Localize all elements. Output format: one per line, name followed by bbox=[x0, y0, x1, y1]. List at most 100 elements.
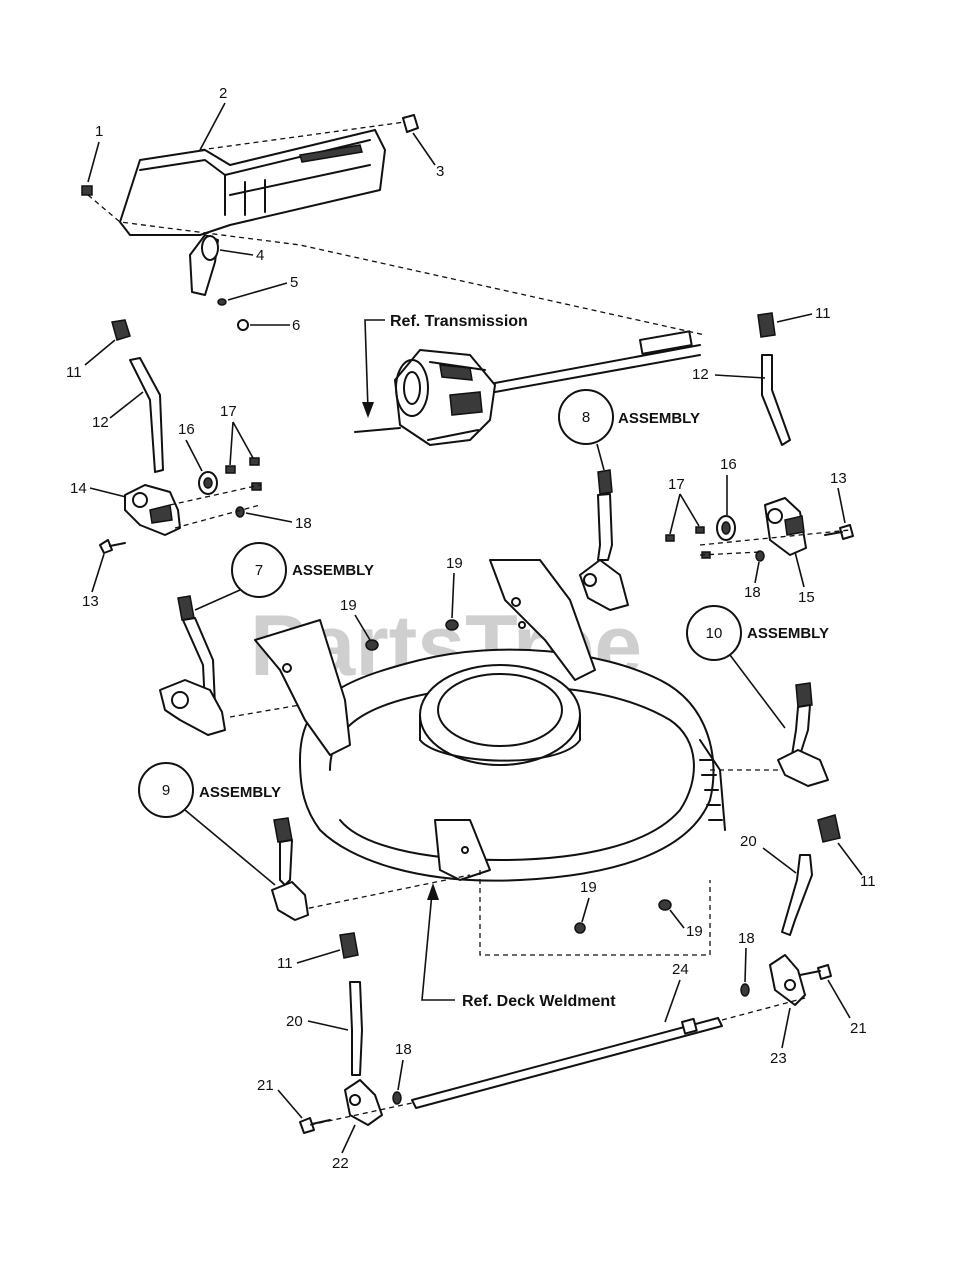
callout-label-19-right: 19 bbox=[686, 923, 703, 940]
nut-part-19-b bbox=[365, 639, 379, 651]
rear-cover-part bbox=[87, 121, 706, 336]
bolt-part-21-left bbox=[299, 1117, 331, 1134]
callout-1: 1 bbox=[87, 123, 103, 183]
callout-label-13-right: 13 bbox=[830, 470, 847, 487]
callout-3: 3 bbox=[412, 132, 444, 180]
assembly-10-number: 10 bbox=[706, 625, 723, 642]
callout-13-left: 13 bbox=[82, 553, 105, 610]
callout-19-bottom: 19 bbox=[580, 879, 597, 923]
callout-label-19-top: 19 bbox=[446, 555, 463, 572]
callout-label-20-right: 20 bbox=[740, 833, 757, 850]
nut-part-6 bbox=[237, 319, 249, 331]
callout-label-2: 2 bbox=[219, 85, 227, 102]
callout-label-24: 24 bbox=[672, 961, 689, 978]
nut-part-19-a bbox=[445, 619, 459, 631]
assembly-8-part bbox=[579, 469, 629, 611]
callout-18-lower-left: 18 bbox=[395, 1041, 412, 1091]
callout-label-18-lower-right: 18 bbox=[738, 930, 755, 947]
assembly-7-part bbox=[159, 595, 226, 736]
callout-label-18-right: 18 bbox=[744, 584, 761, 601]
callout-21-right: 21 bbox=[827, 979, 867, 1037]
ref-transmission-label: Ref. Transmission bbox=[390, 313, 528, 330]
cover-bolt-part bbox=[81, 185, 93, 196]
callout-label-16-right: 16 bbox=[720, 456, 737, 473]
bolt-part-21-right bbox=[799, 964, 832, 980]
callout-18-lower-right: 18 bbox=[738, 930, 755, 983]
callout-label-16-left: 16 bbox=[178, 421, 195, 438]
callout-19-left: 19 bbox=[340, 597, 371, 641]
callout-label-21-right: 21 bbox=[850, 1020, 867, 1037]
callout-label-11-left: 11 bbox=[66, 364, 82, 381]
callout-label-19-left: 19 bbox=[340, 597, 357, 614]
assembly-8-label: ASSEMBLY bbox=[618, 410, 700, 427]
callout-label-18-lower-left: 18 bbox=[395, 1041, 412, 1058]
height-knob-part-11-lower-left bbox=[339, 932, 359, 959]
assembly-10-callout: 10 ASSEMBLY bbox=[686, 605, 829, 729]
assembly-8-number: 8 bbox=[582, 409, 590, 426]
deck-dash-lines bbox=[229, 704, 785, 956]
callout-19-top: 19 bbox=[446, 555, 463, 619]
assembly-9-part bbox=[271, 817, 309, 921]
assembly-8-callout: 8 ASSEMBLY bbox=[558, 389, 700, 471]
callout-label-17-right: 17 bbox=[668, 476, 685, 493]
screws-part-17-left bbox=[225, 457, 262, 491]
wheel-bracket-part-23 bbox=[769, 954, 806, 1006]
left-axis-line bbox=[169, 484, 261, 529]
washer-part-18-left bbox=[235, 506, 245, 518]
wheel-plate-part-right bbox=[764, 497, 807, 556]
callout-6: 6 bbox=[250, 317, 300, 334]
callout-4: 4 bbox=[219, 247, 264, 264]
callout-23: 23 bbox=[770, 1007, 791, 1067]
callout-21-left: 21 bbox=[257, 1077, 303, 1119]
height-lever-part-right bbox=[761, 354, 791, 446]
deck-weldment-part bbox=[254, 559, 726, 882]
callout-17-left: 17 bbox=[220, 403, 254, 466]
washer-part-18-lower-left bbox=[392, 1091, 402, 1105]
transmission-part bbox=[354, 330, 701, 446]
height-lever-part-20-right bbox=[781, 854, 813, 936]
callout-18-right: 18 bbox=[744, 561, 761, 601]
height-knob-part-11-lower-right bbox=[817, 814, 841, 843]
callout-label-5: 5 bbox=[290, 274, 298, 291]
callout-label-12-left: 12 bbox=[92, 414, 109, 431]
callout-label-23: 23 bbox=[770, 1050, 787, 1067]
callout-label-6: 6 bbox=[292, 317, 300, 334]
callout-label-20-left: 20 bbox=[286, 1013, 303, 1030]
callout-12-left: 12 bbox=[92, 391, 144, 431]
callout-18-left: 18 bbox=[245, 512, 312, 532]
callout-label-1: 1 bbox=[95, 123, 103, 140]
nut-part-19-c bbox=[574, 922, 586, 934]
wheel-bracket-part-22 bbox=[344, 1079, 383, 1126]
nut-part-19-d bbox=[658, 899, 672, 911]
washer-part-5 bbox=[217, 298, 227, 306]
callout-12-right: 12 bbox=[692, 366, 766, 383]
callout-label-4: 4 bbox=[256, 247, 264, 264]
callout-label-18-left: 18 bbox=[295, 515, 312, 532]
callout-13-right: 13 bbox=[830, 470, 847, 524]
callout-14: 14 bbox=[70, 480, 127, 498]
axle-rod-part-24 bbox=[411, 1017, 723, 1109]
callout-19-right: 19 bbox=[669, 909, 703, 940]
callout-label-21-left: 21 bbox=[257, 1077, 274, 1094]
callout-label-22: 22 bbox=[332, 1155, 349, 1172]
callout-17-right: 17 bbox=[668, 476, 700, 535]
callout-label-11-lower-right: 11 bbox=[860, 873, 876, 890]
ref-transmission-callout: Ref. Transmission bbox=[362, 313, 528, 418]
assembly-10-label: ASSEMBLY bbox=[747, 625, 829, 642]
callout-2: 2 bbox=[199, 85, 227, 151]
callout-11-left: 11 bbox=[66, 339, 116, 381]
spacer-part-3 bbox=[402, 114, 419, 133]
assembly-7-number: 7 bbox=[255, 562, 263, 579]
callout-label-11-lower-left: 11 bbox=[277, 955, 293, 972]
height-knob-part-right bbox=[757, 312, 776, 338]
height-lever-part-left bbox=[129, 357, 164, 473]
callout-20-right: 20 bbox=[740, 833, 797, 874]
callout-16-left: 16 bbox=[178, 421, 203, 472]
bushing-part-16-right bbox=[716, 515, 736, 541]
callout-label-17-left: 17 bbox=[220, 403, 237, 420]
callout-11-lower-left: 11 bbox=[277, 949, 341, 972]
wheel-plate-part-left bbox=[124, 484, 181, 536]
bushing-part-16-left bbox=[198, 471, 218, 495]
callout-20-left: 20 bbox=[286, 1013, 349, 1031]
ref-deck-weldment-label: Ref. Deck Weldment bbox=[462, 993, 616, 1010]
